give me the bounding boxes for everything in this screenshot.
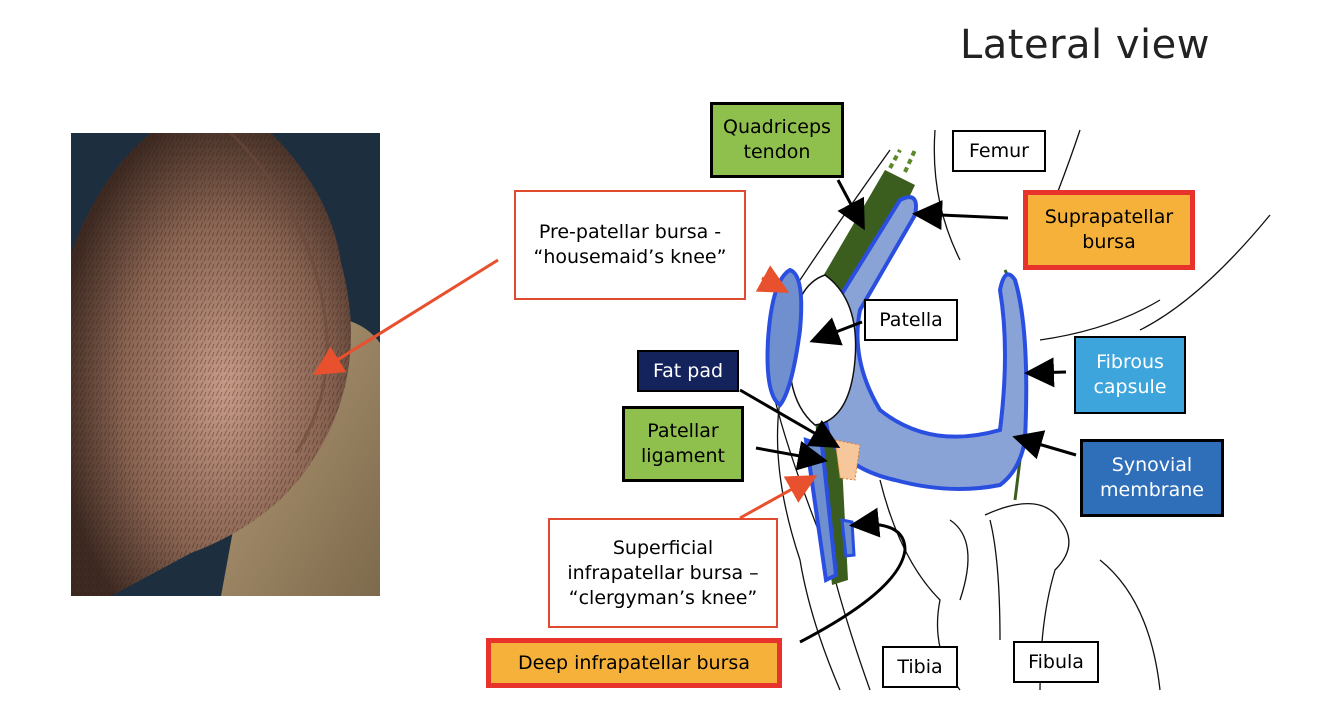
label-suprapatellar-bursa: Suprapatellar bursa <box>1023 190 1195 270</box>
label-fibula: Fibula <box>1013 641 1099 683</box>
label-fat-pad: Fat pad <box>637 350 739 392</box>
label-deep-infrapatellar-bursa: Deep infrapatellar bursa <box>486 638 782 688</box>
label-pre-patellar-bursa: Pre-patellar bursa - “housemaid’s knee” <box>514 190 746 300</box>
label-patella: Patella <box>864 299 958 341</box>
label-quadriceps-tendon: Quadriceps tendon <box>710 102 844 178</box>
label-patellar-ligament: Patellar ligament <box>622 406 744 482</box>
label-tibia: Tibia <box>882 646 958 688</box>
label-fibrous-capsule: Fibrous capsule <box>1074 336 1186 414</box>
label-superficial-infrapatellar-bursa: Superficial infrapatellar bursa – “clerg… <box>548 518 778 628</box>
label-synovial-membrane: Synovial membrane <box>1080 439 1224 517</box>
label-femur: Femur <box>952 130 1046 172</box>
